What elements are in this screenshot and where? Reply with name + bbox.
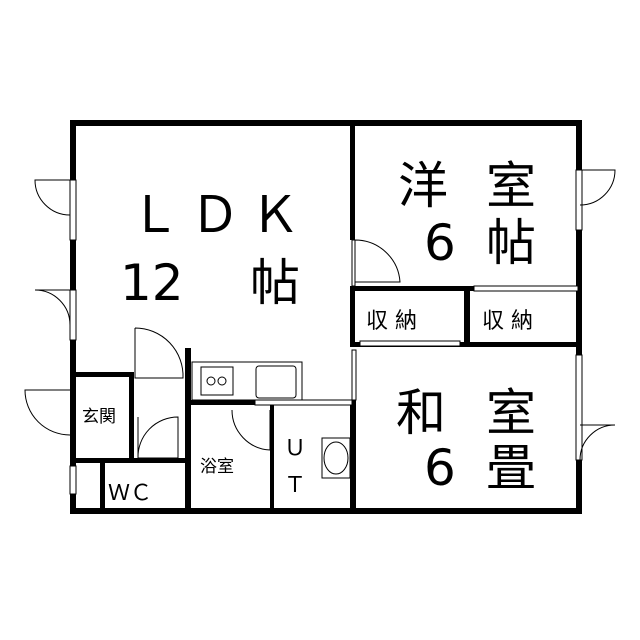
ut-label-1: Ｕ bbox=[284, 436, 306, 461]
entrance-label: 玄関 bbox=[82, 407, 116, 427]
storage-right-label: 収 納 bbox=[482, 309, 533, 334]
ldk-unit: 帖 bbox=[250, 254, 300, 312]
stove-icon bbox=[200, 366, 234, 396]
sink-icon bbox=[255, 365, 297, 399]
ut-label-2: Ｔ bbox=[284, 473, 306, 498]
western-size: 6 bbox=[424, 214, 456, 272]
storage-left-label: 収 納 bbox=[366, 309, 417, 334]
japanese-label-1: 和 bbox=[396, 384, 446, 442]
ldk-label: ＬＤＫ bbox=[130, 186, 300, 244]
japanese-size: 6 bbox=[424, 439, 456, 497]
western-label-1: 洋 bbox=[398, 157, 448, 215]
japanese-unit: 畳 bbox=[486, 439, 536, 497]
western-label-2: 室 bbox=[486, 157, 536, 215]
doors bbox=[24, 169, 616, 461]
washbasin-icon bbox=[321, 437, 351, 479]
western-unit: 帖 bbox=[486, 214, 536, 272]
wc-label: ＷＣ bbox=[108, 481, 152, 506]
bath-label: 浴室 bbox=[200, 457, 234, 477]
kitchen-counter bbox=[191, 361, 351, 479]
ldk-size: 12 bbox=[120, 254, 184, 312]
japanese-label-2: 室 bbox=[486, 384, 536, 442]
windows bbox=[69, 169, 583, 495]
